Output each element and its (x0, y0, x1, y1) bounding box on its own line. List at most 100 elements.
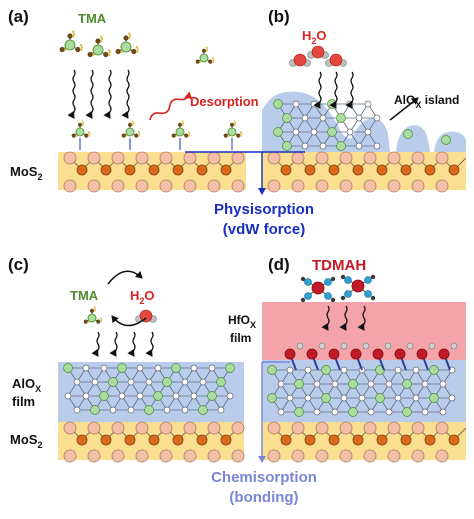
s-atom (291, 151, 305, 165)
h-atom (99, 317, 102, 320)
mo-atom (280, 434, 292, 446)
s-atom (411, 151, 425, 165)
s-atom (231, 421, 245, 435)
s-atom (135, 449, 149, 463)
al-atom (348, 407, 358, 417)
mo-atom (280, 164, 292, 176)
h-atom (125, 134, 128, 137)
methyl-group (84, 133, 89, 138)
s-atom (63, 449, 77, 463)
mos2-lattice-c (63, 421, 245, 463)
s-atom (315, 449, 329, 463)
mo-atom (196, 164, 208, 176)
h-atom (135, 50, 139, 53)
panel-a: (a) TMA Desorption MoS2 (8, 7, 259, 193)
al-atom (175, 127, 185, 137)
mo-atom (124, 164, 136, 176)
h-atom (100, 35, 103, 38)
o-atom (304, 394, 312, 402)
mo-atom (352, 434, 364, 446)
al-atom (336, 113, 346, 123)
al-atom (336, 141, 346, 151)
h-atom (107, 53, 111, 56)
mo-atom (448, 164, 460, 176)
mo-atom (376, 434, 388, 446)
h-atom (187, 131, 190, 134)
h-atom (64, 48, 67, 51)
al-atom (294, 407, 304, 417)
mo-atom (220, 164, 232, 176)
s-atom (135, 179, 149, 193)
mo-atom (100, 164, 112, 176)
mo-atom (400, 434, 412, 446)
wavy-arrow (85, 69, 94, 119)
hf-atom (416, 348, 428, 360)
al-atom (198, 405, 208, 415)
o-atom (310, 128, 318, 136)
s-atom (183, 151, 197, 165)
ligand-atom (384, 342, 392, 350)
mo-atom (328, 164, 340, 176)
al-atom (403, 129, 413, 139)
panel-c: (c) TMA H2O AlOX film MoS2 (8, 255, 245, 463)
h-atom (81, 120, 84, 123)
o-atom (181, 406, 189, 414)
s-atom (207, 421, 221, 435)
h-atom (72, 35, 75, 38)
mo-atom (220, 434, 232, 446)
mo-atom (352, 164, 364, 176)
o-atom (82, 364, 90, 372)
methyl-group (340, 274, 346, 280)
h-atom (182, 122, 185, 125)
ligand-atom (406, 342, 414, 350)
h-atom (79, 44, 83, 47)
h-atom (131, 120, 134, 123)
o-atom (293, 53, 307, 67)
alox-film-label-2: film (12, 394, 35, 409)
mo-atom (328, 434, 340, 446)
chemisorption-label: Chemisorption (211, 469, 317, 486)
h-atom (107, 49, 111, 52)
panel-d: (d) TDMAH HfOX film (228, 255, 467, 463)
mo-atom (76, 164, 88, 176)
n-atom (364, 276, 372, 284)
hfox-film-label: HfOX (228, 313, 256, 330)
methyl-group (208, 59, 213, 64)
s-atom (159, 179, 173, 193)
o-atom (292, 128, 300, 136)
s-atom (411, 449, 425, 463)
s-atom (387, 449, 401, 463)
chemisorption-pointer: Chemisorption (bonding) (211, 361, 317, 506)
s-atom (87, 179, 101, 193)
s-atom (291, 179, 305, 193)
al-atom (402, 379, 412, 389)
n-atom (304, 278, 312, 286)
al-atom (294, 379, 304, 389)
wavy-arrow (145, 331, 154, 357)
al-atom (282, 141, 292, 151)
s-atom (159, 421, 173, 435)
o-atom (73, 406, 81, 414)
o-atom (385, 380, 393, 388)
incoming-arrows-d (321, 305, 366, 331)
o-atom (439, 408, 447, 416)
methyl-group (370, 274, 376, 280)
n-atom (324, 278, 332, 286)
o-atom (277, 408, 285, 416)
h-atom (227, 134, 230, 137)
s-atom (411, 421, 425, 435)
hf-atom (372, 348, 384, 360)
methyl-group (121, 133, 126, 138)
h-atom (211, 60, 214, 63)
vdw-force-label: (vdW force) (223, 221, 306, 238)
methyl-group (75, 46, 81, 53)
al-atom (321, 393, 331, 403)
h-atom (136, 48, 140, 51)
s-atom (231, 179, 245, 193)
o-atom (226, 392, 234, 400)
o-atom (439, 380, 447, 388)
s-atom (363, 179, 377, 193)
tma-label-c: TMA (70, 288, 99, 303)
h-atom (205, 50, 208, 52)
s-atom (339, 421, 353, 435)
